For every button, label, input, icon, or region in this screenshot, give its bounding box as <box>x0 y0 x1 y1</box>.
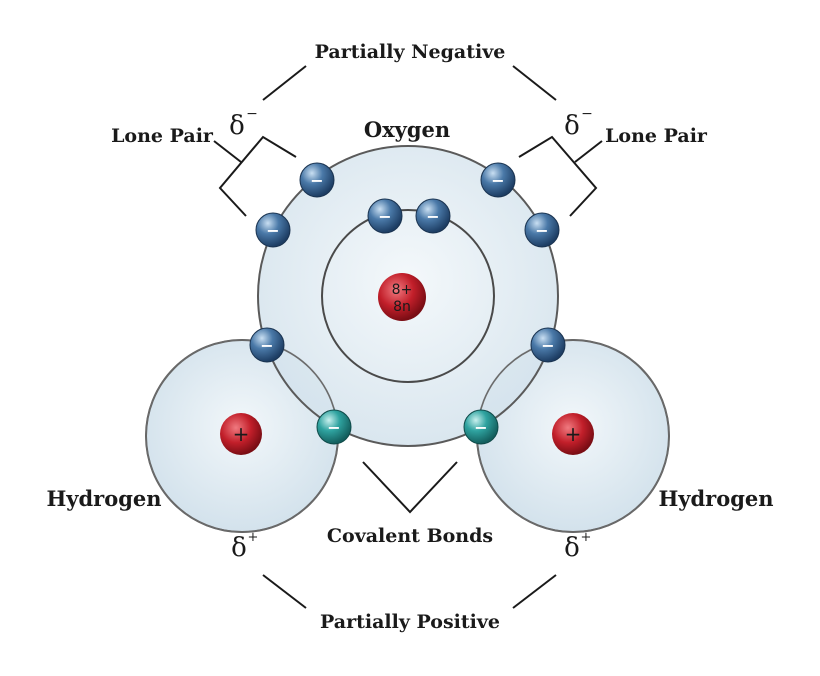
covalent-bonds-label: Covalent Bonds <box>327 525 493 547</box>
svg-text:+: + <box>581 530 592 545</box>
hydrogen-right-nucleus-charge: + <box>565 422 582 446</box>
svg-text:−: − <box>474 418 487 437</box>
svg-text:−: − <box>327 418 340 437</box>
lone-pair-left-bracket <box>218 135 297 217</box>
svg-text:−: − <box>246 106 258 122</box>
lone-pair-right-label: Lone Pair <box>605 125 708 147</box>
svg-text:−: − <box>310 171 323 190</box>
hydrogen-left-nucleus: + <box>220 413 262 455</box>
svg-text:−: − <box>378 207 391 226</box>
svg-text:−: − <box>535 221 548 240</box>
delta-negative-right: δ − <box>564 106 593 141</box>
lone-pair-left-bracket-arm <box>213 140 242 163</box>
svg-text:−: − <box>266 221 279 240</box>
electron-lone-pair-right-2: − <box>524 212 560 248</box>
partially-negative-line-left <box>262 65 307 101</box>
partially-negative-label: Partially Negative <box>315 41 506 63</box>
electron-lone-pair-left-1: − <box>299 162 335 198</box>
svg-text:−: − <box>260 336 273 355</box>
oxygen-nucleus: 8+ 8n <box>378 273 426 321</box>
electron-bond-right-teal: − <box>463 409 499 445</box>
electron-inner-1: − <box>367 198 403 234</box>
partially-positive-label: Partially Positive <box>320 611 500 633</box>
partially-positive-line-right <box>512 574 557 609</box>
oxygen-nucleus-neutrons: 8n <box>393 299 411 315</box>
delta-positive-left: δ + <box>231 530 258 563</box>
hydrogen-left-nucleus-charge: + <box>233 422 250 446</box>
electron-bond-right-outer: − <box>530 327 566 363</box>
lone-pair-left-label: Lone Pair <box>111 125 214 147</box>
oxygen-label: Oxygen <box>364 117 450 142</box>
delta-negative-left: δ − <box>229 106 258 141</box>
lone-pair-right-bracket-arm <box>574 140 603 163</box>
svg-text:δ: δ <box>229 111 245 141</box>
electron-lone-pair-right-1: − <box>480 162 516 198</box>
hydrogen-right-label: Hydrogen <box>658 486 773 511</box>
delta-positive-right: δ + <box>564 530 591 563</box>
hydrogen-left-label: Hydrogen <box>46 486 161 511</box>
electron-bond-left-outer: − <box>249 327 285 363</box>
lone-pair-right-bracket <box>518 135 598 217</box>
electron-lone-pair-left-2: − <box>255 212 291 248</box>
covalent-bonds-bracket <box>362 461 458 514</box>
svg-text:−: − <box>581 106 593 122</box>
partially-positive-line-left <box>262 574 307 609</box>
electron-inner-2: − <box>415 198 451 234</box>
oxygen-inner-shell <box>321 209 495 383</box>
svg-text:−: − <box>541 336 554 355</box>
svg-text:δ: δ <box>564 111 580 141</box>
svg-text:δ: δ <box>564 533 580 563</box>
svg-text:δ: δ <box>231 533 247 563</box>
hydrogen-right-nucleus: + <box>552 413 594 455</box>
svg-text:+: + <box>248 530 259 545</box>
svg-text:−: − <box>426 207 439 226</box>
partially-negative-line-right <box>512 65 557 101</box>
oxygen-nucleus-protons: 8+ <box>392 282 413 298</box>
svg-text:−: − <box>491 171 504 190</box>
electron-bond-left-teal: − <box>316 409 352 445</box>
